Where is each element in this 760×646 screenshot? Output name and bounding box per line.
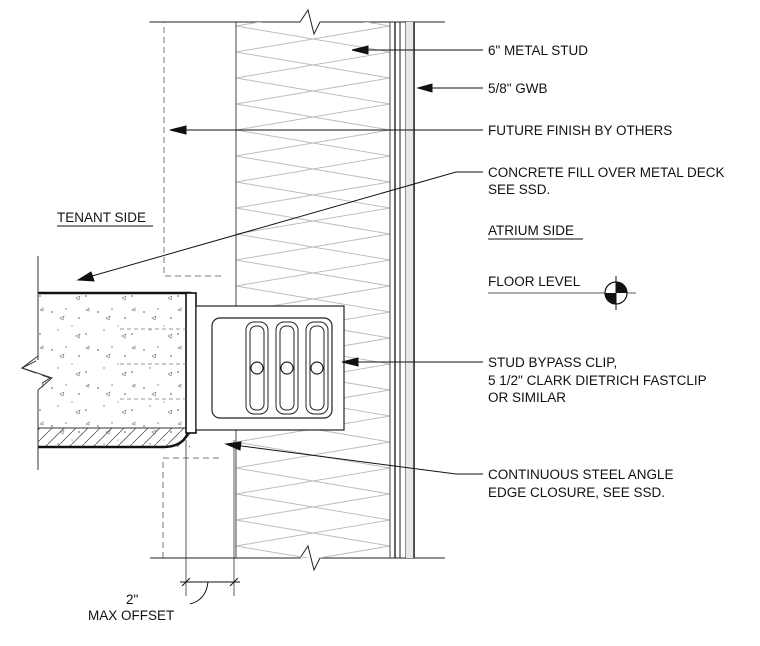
tenant-side-label: TENANT SIDE [57,210,146,225]
steel-angle-label: CONTINUOUS STEEL ANGLE [488,467,674,482]
offset-dimension [180,577,240,605]
metal-stud-cavity [235,22,391,558]
leader-lines [76,45,483,475]
stud-bypass-clip [195,305,345,431]
bypass-clip-note: OR SIMILAR [488,390,566,405]
offset-dimension-note: MAX OFFSET [88,608,174,623]
offset-dimension-value: 2" [126,592,139,607]
metal-stud-label: 6" METAL STUD [488,43,588,58]
concrete-fill-label: CONCRETE FILL OVER METAL DECK [488,165,725,180]
concrete-fill-note: SEE SSD. [488,182,550,197]
floor-level-label: FLOOR LEVEL [488,274,581,289]
bypass-clip-spec: 5 1/2" CLARK DIETRICH FASTCLIP [488,373,707,388]
atrium-side-label: ATRIUM SIDE [488,223,574,238]
concrete-slab [20,256,192,470]
bypass-clip-label: STUD BYPASS CLIP, [488,355,617,370]
gwb-label: 5/8" GWB [488,81,548,96]
gwb-layers [394,22,415,558]
future-finish-label: FUTURE FINISH BY OTHERS [488,123,672,138]
steel-angle-note: EDGE CLOSURE, SEE SSD. [488,485,665,500]
floor-level-target-icon [488,276,636,310]
future-finish-outline [149,21,222,558]
